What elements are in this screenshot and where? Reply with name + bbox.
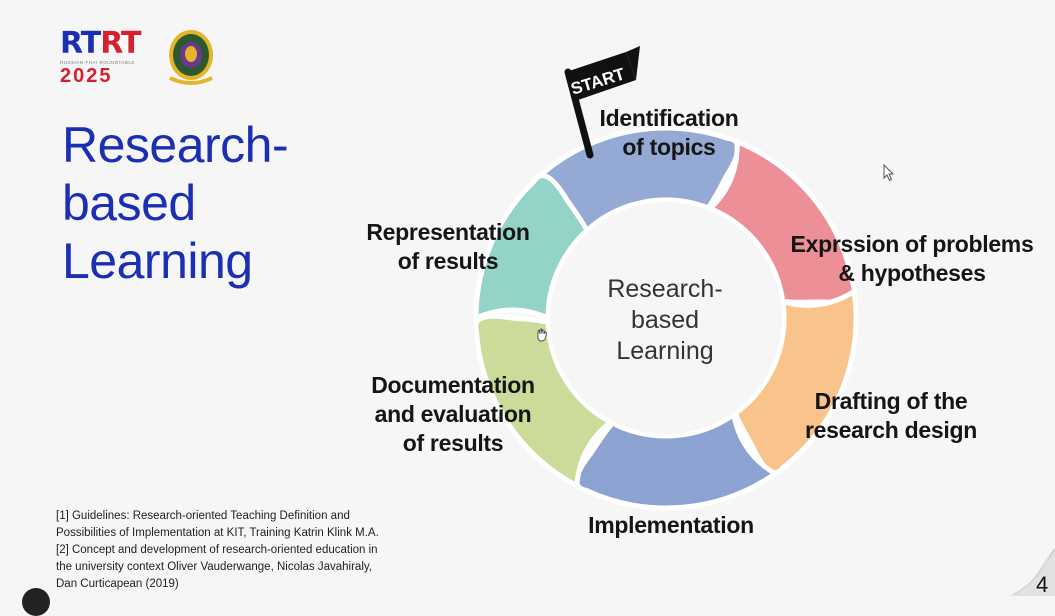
logo-tagline: RUSSIAN-THAI ROUNDTABLE	[60, 60, 135, 65]
center-line: based	[630, 306, 700, 334]
page-number: 4	[1036, 572, 1049, 597]
step-label-documentation: Documentation and evaluation of results	[371, 372, 535, 456]
slide: RTRT RUSSIAN-THAI ROUNDTABLE 2025 Resear…	[22, 28, 1055, 616]
title-line: Research-	[62, 117, 289, 173]
reference-line: Dan Curticapean (2019)	[56, 578, 179, 590]
cycle-segment-4	[574, 412, 778, 511]
references: [1] Guidelines: Research-oriented Teachi…	[56, 508, 456, 593]
hand-cursor-icon	[537, 328, 547, 342]
page-curl-icon	[1008, 548, 1055, 596]
university-emblem-icon	[169, 30, 213, 85]
step-label-drafting: Drafting of the research design	[805, 388, 977, 443]
step-label-implementation: Implementation	[588, 512, 754, 538]
reference-line: [2] Concept and development of research-…	[56, 544, 378, 556]
step-label-representation: Representation of results	[366, 219, 530, 274]
cycle-segments	[473, 125, 859, 511]
logo-year: 2025	[60, 65, 113, 87]
start-flag-icon: START	[564, 46, 640, 159]
logo-wordmark-part-2: RT	[100, 26, 141, 61]
center-line: Research-	[607, 275, 723, 303]
cycle-segment-5	[473, 313, 614, 489]
logo-wordmark-part-1: RT	[60, 26, 101, 61]
mouse-pointer-icon	[883, 164, 895, 182]
reference-line: [1] Guidelines: Research-oriented Teachi…	[56, 510, 350, 522]
cycle-center-disc	[550, 202, 782, 434]
cycle-segment-3	[732, 289, 859, 476]
presenter-avatar	[22, 588, 50, 616]
cycle-segment-6	[473, 173, 591, 321]
reference-line: Possibilities of Implementation at KIT, …	[56, 527, 379, 539]
reference-line: the university context Oliver Vauderwang…	[56, 561, 372, 573]
step-label-expression: Exprssion of problems & hypotheses	[790, 231, 1034, 286]
cycle-center-label: Research- based Learning	[570, 274, 760, 367]
center-line: Learning	[616, 337, 714, 365]
cycle-diagram: START	[473, 46, 859, 511]
slide-title: Research- based Learning	[62, 116, 342, 290]
title-line: based	[62, 175, 196, 231]
title-line: Learning	[62, 233, 253, 289]
step-label-identification: Identification of topics	[599, 105, 739, 160]
rtrt-logo: RTRT RUSSIAN-THAI ROUNDTABLE 2025	[60, 28, 142, 88]
